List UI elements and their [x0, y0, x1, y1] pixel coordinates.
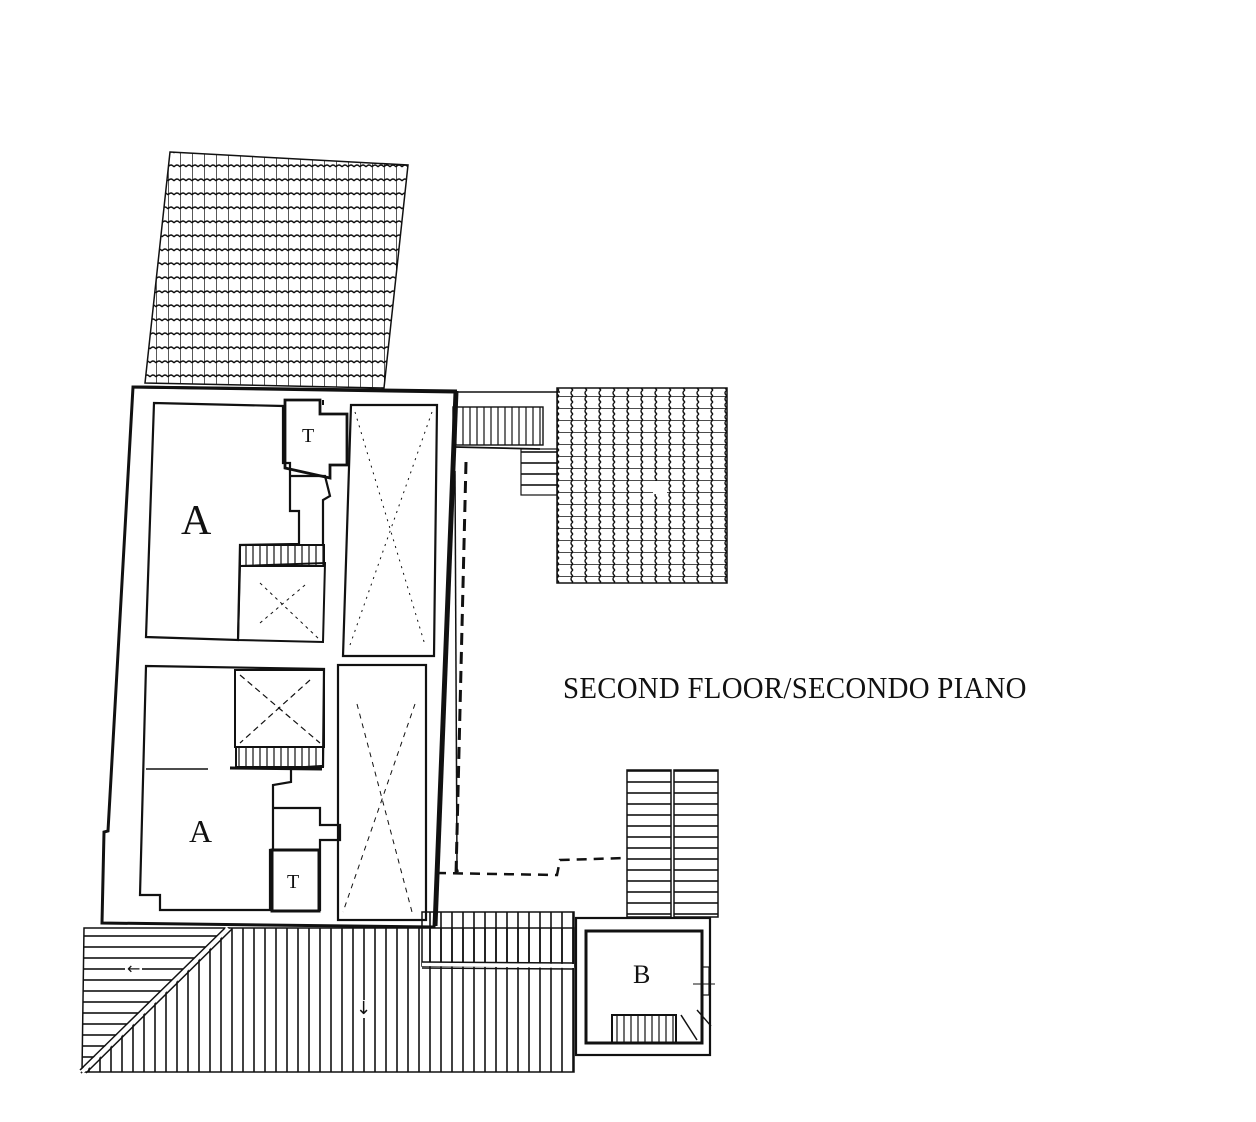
room-label-terrace-lower: T — [287, 871, 300, 893]
slope-arrow-down-icon: ↓ — [356, 998, 372, 1019]
floor-title: SECOND FLOOR/SECONDO PIANO — [563, 670, 1027, 705]
main-building — [100, 385, 458, 929]
room-label-terrace-upper: T — [302, 425, 315, 447]
roof-tiles-southeast — [626, 769, 719, 918]
roof-south — [79, 911, 575, 1074]
roof-tiles-east — [556, 387, 728, 584]
room-label-unit-a-upper: A — [181, 498, 212, 544]
unit-b-building — [574, 916, 715, 1057]
slope-arrow-left-icon: ← — [125, 959, 143, 978]
room-label-unit-a-lower: A — [189, 813, 213, 849]
courtyard-walls — [434, 390, 627, 927]
room-label-unit-b: B — [633, 960, 651, 989]
roof-tiles-north — [144, 151, 409, 389]
